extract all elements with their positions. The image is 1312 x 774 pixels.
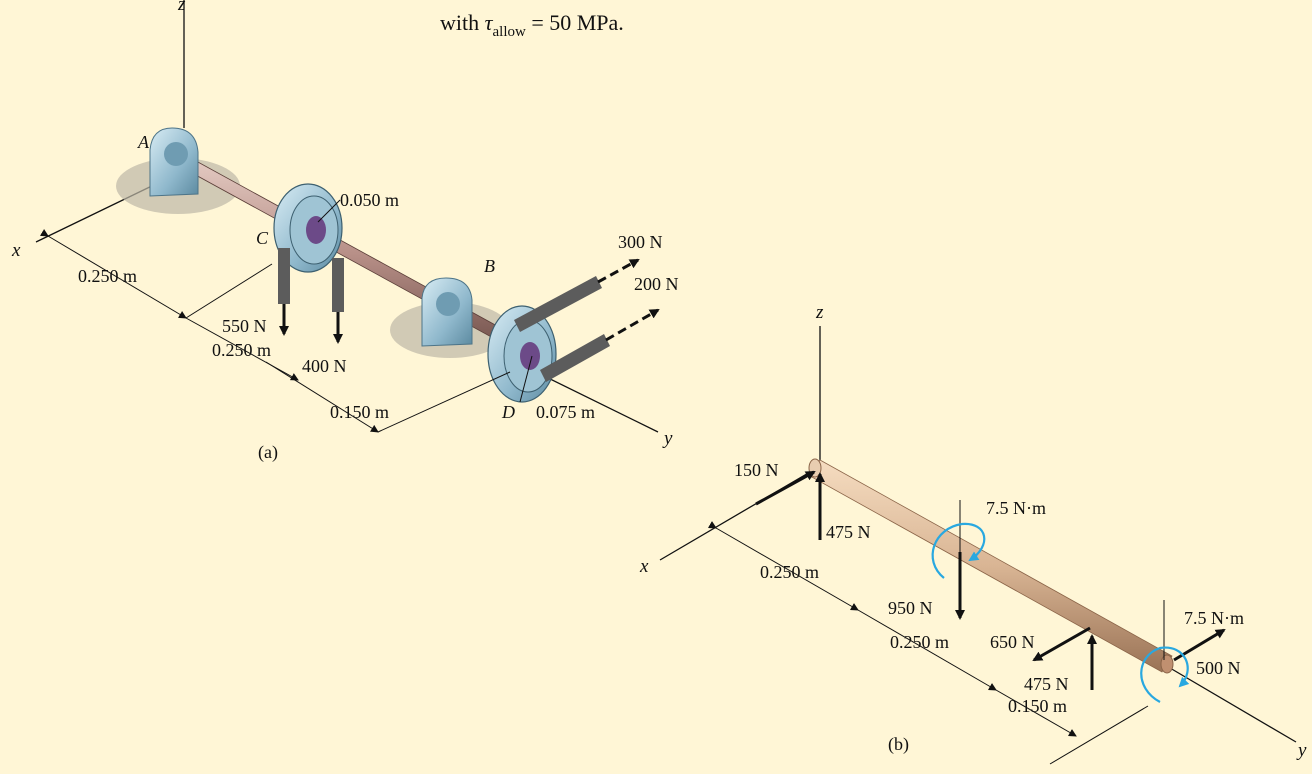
a-force-400: 400 N: [302, 356, 347, 376]
b-y-label: y: [1296, 740, 1307, 761]
a-dim-3: 0.150 m: [330, 402, 389, 422]
a-dim-2-line: [185, 317, 299, 381]
a-pulley-c: [273, 183, 343, 273]
a-point-b: B: [484, 256, 495, 276]
a-belt-c2: [332, 258, 344, 312]
a-ext-1: [185, 263, 273, 319]
a-z-label: z: [177, 0, 186, 15]
b-dim-2: 0.250 m: [890, 632, 949, 652]
b-dim-1-line: [707, 521, 859, 611]
b-torque-c-arrow: [931, 522, 986, 579]
a-y-axis: [539, 373, 659, 433]
a-ext-3: [377, 371, 511, 433]
a-force-200: 200 N: [634, 274, 679, 294]
b-x-label: x: [639, 556, 649, 577]
a-force-300: 300 N: [618, 232, 663, 252]
a-point-c: C: [256, 228, 269, 248]
a-dim-3-line: [265, 361, 379, 433]
a-rc-leader: [317, 199, 341, 223]
a-dim-1-line: [39, 228, 187, 319]
a-radius-c: 0.050 m: [340, 190, 399, 210]
b-force-150-arrow: [755, 470, 816, 506]
b-torque-d-arrow: [1140, 646, 1190, 703]
b-force-500: 500 N: [1196, 658, 1241, 678]
a-pulley-d: [487, 305, 557, 403]
a-point-a: A: [137, 132, 150, 152]
b-ext-3: [1049, 705, 1149, 765]
a-x-label: x: [11, 240, 21, 261]
b-dim-3: 0.150 m: [1008, 696, 1067, 716]
figure-b: z x y 150 N 475 N 950 N 7.5 N·m 650 N 47…: [639, 302, 1307, 765]
a-force-300-arrow: [597, 258, 640, 284]
b-force-650-arrow: [1032, 626, 1091, 662]
header-line: with τallow = 50 MPa.: [440, 10, 624, 40]
figure-a: z x y A B C 0.050 m 550 N: [11, 0, 679, 463]
a-bearing-a-hole: [164, 142, 188, 166]
b-dim-3-line: [995, 689, 1077, 737]
a-caption: (a): [258, 442, 278, 463]
b-torque-c: 7.5 N·m: [986, 498, 1046, 518]
b-dim-1: 0.250 m: [760, 562, 819, 582]
a-dim-2: 0.250 m: [212, 340, 271, 360]
a-belt-d2: [540, 334, 610, 382]
b-z-label: z: [815, 302, 824, 323]
a-y-label: y: [662, 428, 673, 449]
b-force-150: 150 N: [734, 460, 779, 480]
a-belt-d1: [514, 276, 602, 332]
b-torque-d: 7.5 N·m: [1184, 608, 1244, 628]
b-force-500-arrow: [1173, 628, 1226, 662]
b-y-axis: [1169, 667, 1297, 743]
a-radius-d: 0.075 m: [536, 402, 595, 422]
b-caption: (b): [888, 734, 909, 755]
a-rd-leader: [519, 355, 533, 403]
a-bearing-b-hole: [436, 292, 460, 316]
a-belt-c1: [278, 248, 290, 304]
b-force-475a: 475 N: [826, 522, 871, 542]
a-dim-1: 0.250 m: [78, 266, 137, 286]
a-force-200-arrow: [605, 308, 660, 342]
b-force-950: 950 N: [888, 598, 933, 618]
b-force-475b: 475 N: [1024, 674, 1069, 694]
a-force-550: 550 N: [222, 316, 267, 336]
b-dim-2-line: [857, 609, 997, 691]
a-point-d: D: [501, 402, 515, 422]
b-force-650: 650 N: [990, 632, 1035, 652]
b-rod-end-d: [1160, 654, 1174, 674]
